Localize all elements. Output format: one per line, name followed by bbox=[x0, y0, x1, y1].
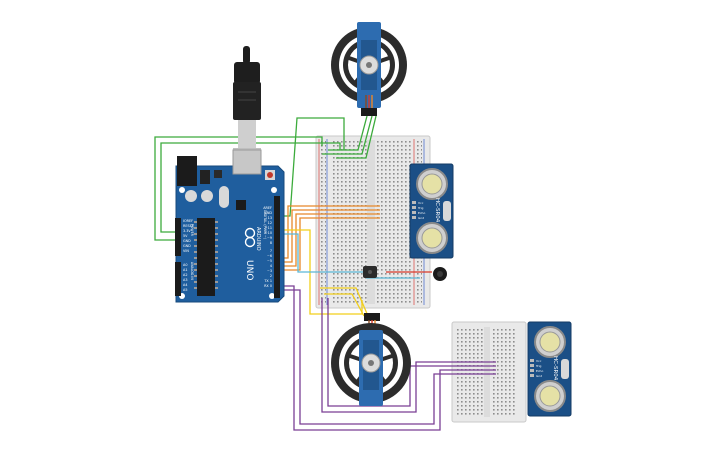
wire-yellow-group bbox=[278, 229, 369, 317]
pin-label-6: ~6 bbox=[267, 254, 272, 258]
secondary-breadboard[interactable] bbox=[451, 321, 527, 423]
ultrasonic-sensor-1[interactable]: HC-SR04 Vcc Trig Echo Gnd bbox=[409, 163, 454, 259]
pwr-label-vin: VIN bbox=[183, 249, 189, 253]
analog-label-a3: A3 bbox=[183, 278, 187, 282]
sensor-2-pin-trig: Trig bbox=[535, 364, 541, 368]
power-header[interactable] bbox=[175, 218, 181, 256]
pin-label-gnd: GND bbox=[264, 211, 272, 215]
power-jack bbox=[177, 156, 197, 186]
sensor-1-pin-echo: Echo bbox=[418, 211, 425, 215]
pin-label-rx: RX 0 bbox=[264, 284, 272, 288]
wire-green-4[interactable] bbox=[322, 115, 373, 155]
sensor-2-pin-echo: Echo bbox=[536, 369, 543, 373]
arduino-uno-board[interactable]: ARDUINO UNO AREF GND 13 12 ~11 ~10 ~9 8 … bbox=[175, 149, 285, 303]
sensor-1-pin-vcc: Vcc bbox=[418, 201, 424, 205]
pin-label-7: 7 bbox=[270, 249, 272, 253]
pin-label-13: 13 bbox=[268, 216, 272, 220]
ultrasonic-sensor-2[interactable]: HC-SR04 Vcc Trig Echo Gnd bbox=[527, 321, 572, 417]
pin-label-9: ~9 bbox=[267, 236, 272, 240]
pin-label-12: 12 bbox=[268, 221, 272, 225]
wire-orange-2[interactable] bbox=[278, 209, 380, 263]
wire-yellow-2[interactable] bbox=[320, 287, 369, 317]
wire-green-1[interactable] bbox=[154, 136, 323, 241]
wire-cyan-1[interactable] bbox=[278, 233, 366, 273]
wire-purple-3[interactable] bbox=[321, 298, 496, 413]
digital-header[interactable] bbox=[274, 196, 280, 298]
pin-label-3: ~3 bbox=[267, 269, 272, 273]
wire-green-2[interactable] bbox=[160, 142, 341, 233]
sensor-2-pin-gnd: Gnd bbox=[536, 374, 542, 378]
pin-label-4: 4 bbox=[270, 264, 272, 268]
wire-green-3[interactable] bbox=[278, 117, 345, 217]
pwr-label-reset: RESET bbox=[183, 224, 195, 228]
analog-header-label: ANALOG IN bbox=[190, 262, 194, 280]
analog-label-a1: A1 bbox=[183, 268, 187, 272]
arduino-logo-icon bbox=[244, 227, 256, 248]
pin-label-10: ~10 bbox=[265, 231, 272, 235]
wire-green-group bbox=[154, 115, 377, 241]
wire-green-5[interactable] bbox=[328, 115, 368, 151]
pin-label-aref: AREF bbox=[263, 206, 272, 210]
analog-label-a5: A5 bbox=[183, 288, 187, 292]
wire-green-6[interactable] bbox=[336, 115, 377, 159]
analog-header[interactable] bbox=[175, 262, 181, 296]
servo-wheel-bottom[interactable] bbox=[331, 313, 411, 406]
pwr-label-gnd1: GND bbox=[183, 239, 191, 243]
pin-label-5: ~5 bbox=[267, 259, 272, 263]
servo-connector-top[interactable] bbox=[361, 108, 377, 116]
sensor-2-pin-vcc: Vcc bbox=[536, 359, 542, 363]
temperature-sensor[interactable] bbox=[363, 266, 377, 278]
wire-yellow-1[interactable] bbox=[278, 229, 363, 315]
pin-label-11: ~11 bbox=[265, 226, 272, 230]
wire-orange-3[interactable] bbox=[278, 213, 380, 267]
analog-label-a4: A4 bbox=[183, 283, 187, 287]
pin-label-tx: TX 1 bbox=[263, 279, 272, 283]
sensor-1-pin-gnd: Gnd bbox=[418, 216, 424, 220]
sensor-1-model: HC-SR04 bbox=[434, 198, 440, 223]
servo-connector-bottom[interactable] bbox=[364, 313, 380, 321]
servo-wheel-top[interactable] bbox=[331, 22, 407, 116]
pin-label-2: 2 bbox=[270, 274, 272, 278]
pwr-label-ioref: IOREF bbox=[183, 219, 193, 223]
sensor-2-model: HC-SR04 bbox=[552, 356, 558, 381]
vibration-motor[interactable] bbox=[433, 267, 447, 281]
pin-label-8: 8 bbox=[270, 241, 272, 245]
wire-yellow-3[interactable] bbox=[324, 293, 365, 317]
atmega-chip bbox=[197, 218, 215, 296]
wire-purple-group bbox=[278, 285, 496, 431]
pwr-label-5v: 5V bbox=[183, 234, 188, 238]
usb-port bbox=[232, 149, 262, 175]
wire-purple-1[interactable] bbox=[278, 285, 496, 431]
wire-purple-4[interactable] bbox=[327, 298, 496, 407]
sensor-1-pin-trig: Trig bbox=[417, 206, 423, 210]
wire-orange-4[interactable] bbox=[278, 217, 380, 271]
wire-purple-2[interactable] bbox=[278, 289, 496, 425]
pwr-label-gnd2: GND bbox=[183, 244, 191, 248]
digital-header-label: DIGITAL (PWM ~) bbox=[263, 210, 267, 240]
pwr-label-33v: 3.3V bbox=[183, 229, 191, 233]
power-header-label: POWER bbox=[190, 224, 194, 237]
analog-label-a2: A2 bbox=[183, 273, 187, 277]
analog-label-a0: A0 bbox=[183, 263, 187, 267]
arduino-model-label: UNO bbox=[244, 260, 254, 280]
arduino-brand-label: ARDUINO bbox=[255, 227, 261, 251]
